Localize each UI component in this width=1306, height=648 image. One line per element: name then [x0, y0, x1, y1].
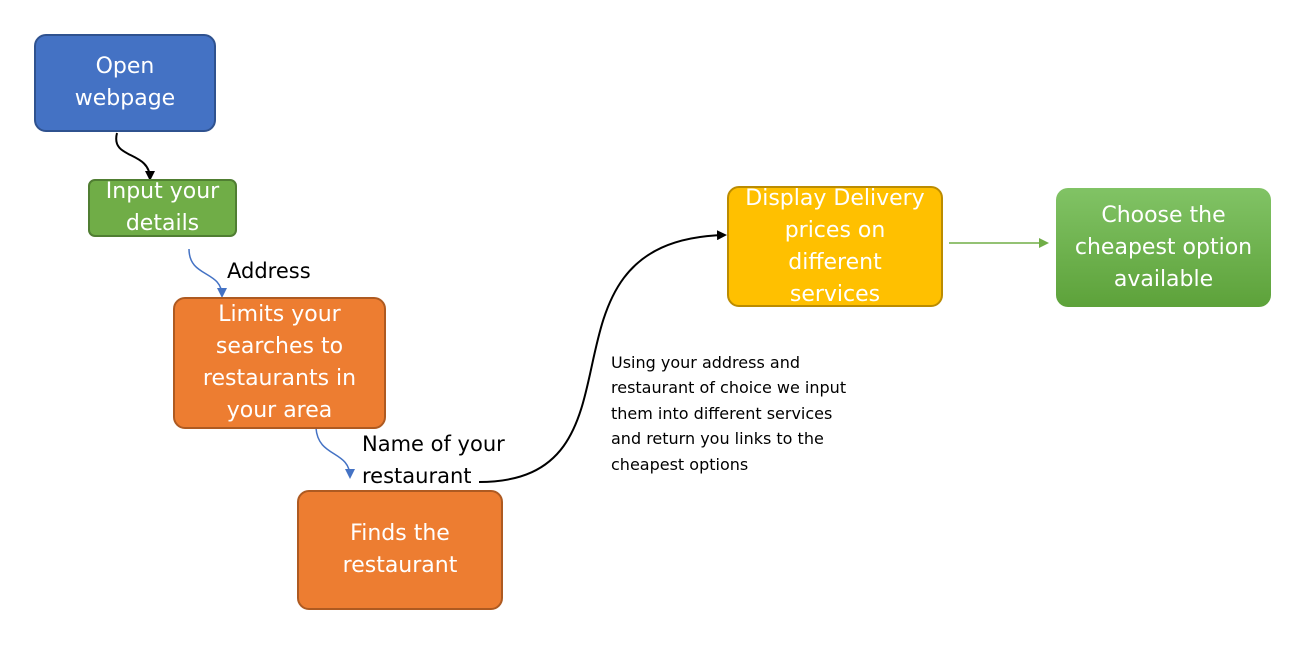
choose-cheapest-node: Choose the cheapest option available [1056, 188, 1271, 307]
process-note-line: and return you links to the [611, 429, 824, 448]
restaurant-name-edge-label-line2: restaurant [362, 464, 472, 488]
open-webpage-node: Open webpage [34, 34, 216, 132]
restaurant-name-edge-label-line1: Name of your [362, 432, 505, 456]
process-note-line: them into different services [611, 404, 833, 423]
display-prices-node: Display Delivery prices on different ser… [727, 186, 943, 307]
process-note-line: cheapest options [611, 455, 749, 474]
input-details-label: Input your details [105, 179, 220, 236]
address-edge-label: Address [227, 259, 311, 283]
arrow-input-to-limits [188, 248, 227, 298]
process-note-line: restaurant of choice we input [611, 378, 847, 397]
limits-searches-label: Limits your searches to restaurants in y… [202, 302, 357, 423]
finds-restaurant-node: Finds the restaurant [297, 490, 503, 610]
process-note-line: Using your address and [611, 353, 800, 372]
open-webpage-label: Open webpage [74, 54, 176, 111]
limits-searches-node: Limits your searches to restaurants in y… [173, 297, 386, 429]
choose-cheapest-label: Choose the cheapest option available [1074, 202, 1253, 292]
arrow-finds-to-display [478, 230, 727, 483]
arrow-open-to-input [115, 132, 155, 181]
arrow-limits-to-finds [315, 427, 355, 479]
finds-restaurant-label: Finds the restaurant [342, 521, 458, 578]
input-details-node: Input your details [88, 179, 237, 237]
display-prices-label: Display Delivery prices on different ser… [745, 185, 925, 307]
